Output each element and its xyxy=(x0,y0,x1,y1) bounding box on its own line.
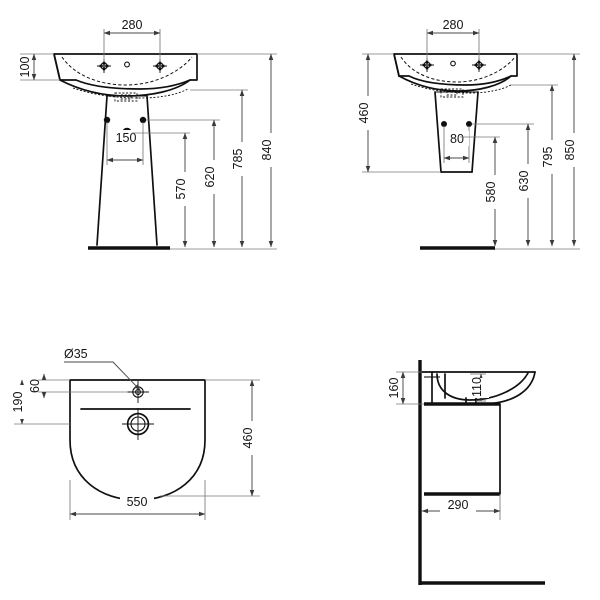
dim-label-630: 630 xyxy=(517,171,531,192)
dim-label-580: 580 xyxy=(484,182,498,203)
dim-label-100: 100 xyxy=(18,57,32,78)
dim-label-290: 290 xyxy=(448,498,469,512)
dim-label-795: 795 xyxy=(541,147,555,168)
view-plan: Ø35 60 190 460 xyxy=(11,347,260,520)
dimension-840-front-pedestal: 840 xyxy=(197,53,279,248)
dim-label-60: 60 xyxy=(28,379,42,393)
dim-label-620: 620 xyxy=(203,167,217,188)
dim-label-550: 550 xyxy=(127,495,148,509)
view-side-section: 160 110 290 xyxy=(387,360,545,585)
trap-detail-2 xyxy=(440,88,464,98)
dimension-460-front-shroud: 460 xyxy=(357,53,441,173)
dimension-110-side: 110 xyxy=(470,373,489,402)
dim-label-840: 840 xyxy=(260,140,274,161)
dim-label-460-right-view: 460 xyxy=(357,103,371,124)
dimension-550-plan: 550 xyxy=(69,480,206,520)
dimension-795-front-shroud: 795 xyxy=(511,84,560,247)
dimension-620-front-pedestal: 620 xyxy=(146,119,222,248)
dimension-100-front-pedestal: 100 xyxy=(18,53,60,81)
dimension-60-plan: 60 xyxy=(28,373,128,399)
dimension-280-front-pedestal: 280 xyxy=(103,18,161,62)
shroud-outline xyxy=(434,91,479,173)
basin-front-outline-2 xyxy=(393,53,518,94)
dim-label-160: 160 xyxy=(387,378,401,399)
overflow-hole xyxy=(124,61,130,68)
dimension-460-plan: 460 xyxy=(160,379,260,497)
dimension-190-plan: 190 xyxy=(11,379,70,425)
dim-label-850: 850 xyxy=(563,140,577,161)
trap-detail xyxy=(114,92,138,102)
overflow-hole-2 xyxy=(450,60,456,67)
view-front-shroud: 280 460 80 580 xyxy=(357,18,582,250)
dimension-630-front-shroud: 630 xyxy=(472,123,536,247)
dim-label-785: 785 xyxy=(231,149,245,170)
view-front-pedestal: 280 100 150 570 620 xyxy=(18,18,279,250)
dimension-290-side: 290 xyxy=(421,494,501,520)
dim-label-80: 80 xyxy=(450,132,464,146)
supply-inlet-left xyxy=(103,116,111,124)
tap-hole-left-2 xyxy=(420,58,434,72)
basin-front-outline xyxy=(53,53,198,99)
dim-label-150: 150 xyxy=(116,131,137,145)
dimension-80-front-shroud: 80 xyxy=(443,126,470,163)
tap-hole-left xyxy=(97,59,111,73)
dimension-280-front-shroud: 280 xyxy=(426,18,480,61)
dimension-785-front-pedestal: 785 xyxy=(190,89,250,248)
dim-label-diameter-35: Ø35 xyxy=(64,347,88,361)
supply-inlet-left-2 xyxy=(441,121,447,127)
supply-inlet-right-2 xyxy=(466,121,472,127)
dimension-160-side: 160 xyxy=(387,371,424,405)
dimension-570-front-pedestal: 570 xyxy=(132,132,193,248)
dim-label-280-b: 280 xyxy=(443,18,464,32)
dimension-580-front-shroud: 580 xyxy=(460,136,503,247)
dim-label-110: 110 xyxy=(470,377,484,397)
waste-outlet-plan xyxy=(122,408,154,440)
dim-label-190: 190 xyxy=(11,392,25,413)
dimension-850-front-shroud: 850 xyxy=(517,53,582,247)
shroud-side-profile xyxy=(424,402,501,496)
supply-inlet-right xyxy=(139,116,147,124)
callout-diameter-35: Ø35 xyxy=(64,347,141,391)
dimension-150-front-pedestal: 150 xyxy=(106,122,144,165)
dim-label-280-a: 280 xyxy=(122,18,143,32)
dim-label-460-plan: 460 xyxy=(241,428,255,449)
dim-label-570: 570 xyxy=(174,179,188,200)
